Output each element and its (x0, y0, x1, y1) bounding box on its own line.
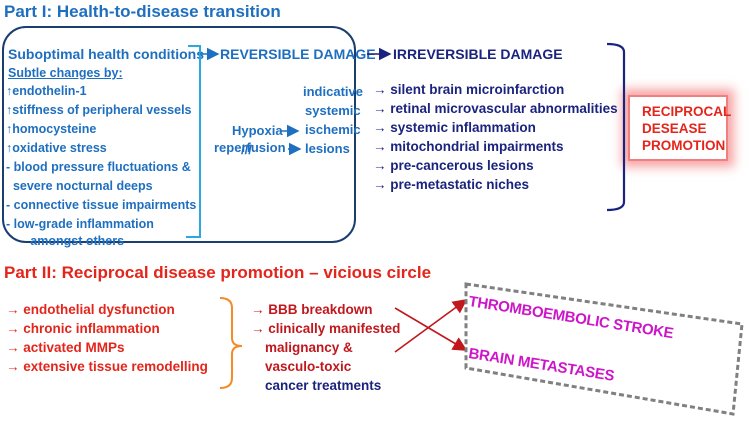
subtle-heading: Subtle changes by: (8, 66, 123, 80)
reciprocal-line: DESEASE (642, 120, 707, 136)
indicative-item: indicative (303, 84, 363, 99)
condition-item: - blood pressure fluctuations & (6, 160, 191, 174)
reversible-damage-label: REVERSIBLE DAMAGE (220, 46, 376, 62)
outcomes-list: → silent brain microinfarction → retinal… (373, 80, 618, 194)
condition-item: - connective tissue impairments (6, 198, 197, 212)
outcome-item: → pre-metastatic niches (373, 177, 530, 192)
irreversible-damage-label: IRREVERSIBLE DAMAGE (393, 46, 563, 62)
consequence-item: vasculo-toxic (265, 359, 352, 374)
consequence-item: malignancy & (265, 340, 353, 355)
condition-item: ↑stiffness of peripheral vessels (6, 103, 192, 117)
consequence-item: → BBB breakdown (251, 302, 373, 317)
condition-item: ↑endothelin-1 (6, 84, 87, 98)
outcome-dashed-box (464, 282, 744, 416)
condition-item: - low-grade inflammation (6, 217, 154, 231)
part2-left-list: → endothelial dysfunction → chronic infl… (6, 300, 208, 376)
reciprocal-disease-promotion-box: RECIPROCAL DESEASE PROMOTION (628, 95, 732, 161)
reciprocal-line: PROMOTION (642, 137, 726, 153)
part2-mid-list: → BBB breakdown → clinically manifested … (251, 300, 400, 395)
outcomes-bracket (606, 42, 626, 212)
outcome-item: → pre-cancerous lesions (373, 158, 534, 173)
condition-item: amongst others (6, 234, 125, 248)
part1-title: Part I: Health-to-disease transition (4, 2, 281, 21)
reciprocal-line: RECIPROCAL (642, 103, 732, 119)
indicative-item: lesions (305, 141, 350, 156)
outcome-item: → mitochondrial impairments (373, 139, 564, 154)
consequence-item: cancer treatments (265, 378, 382, 393)
mechanism-item: → endothelial dysfunction (6, 302, 175, 317)
conditions-list: ↑endothelin-1 ↑stiffness of peripheral v… (6, 82, 196, 248)
condition-item: ↑homocysteine (6, 122, 97, 136)
outcome-item: → retinal microvascular abnormalities (373, 101, 618, 116)
condition-item: severe nocturnal deeps (6, 179, 153, 193)
indicative-lesions-list: indicative systemic ischemic lesions (303, 82, 363, 158)
consequence-item: → clinically manifested (251, 321, 401, 336)
arrow-to-stroke (394, 299, 468, 353)
arrow-to-metastases (394, 307, 468, 351)
reperfusion-text: reperfusion (214, 140, 286, 155)
suboptimal-conditions-box (2, 26, 356, 243)
mechanism-item: → extensive tissue remodelling (6, 359, 208, 374)
part2-title: Part II: Reciprocal disease promotion – … (4, 263, 432, 282)
outcome-item: → silent brain microinfarction (373, 82, 565, 97)
condition-item: ↑oxidative stress (6, 141, 107, 155)
suboptimal-heading: Suboptimal health conditions (8, 46, 204, 62)
slashes-label: /// (241, 142, 252, 157)
indicative-item: systemic (305, 103, 361, 118)
outcome-item: → systemic inflammation (373, 120, 536, 135)
indicative-item: ischemic (305, 122, 361, 137)
orange-brace (219, 297, 243, 389)
mechanism-item: → chronic inflammation (6, 321, 160, 336)
hypoxia-label: Hypoxia (232, 123, 283, 138)
mechanism-item: → activated MMPs (6, 340, 125, 355)
conditions-bracket (186, 45, 201, 238)
